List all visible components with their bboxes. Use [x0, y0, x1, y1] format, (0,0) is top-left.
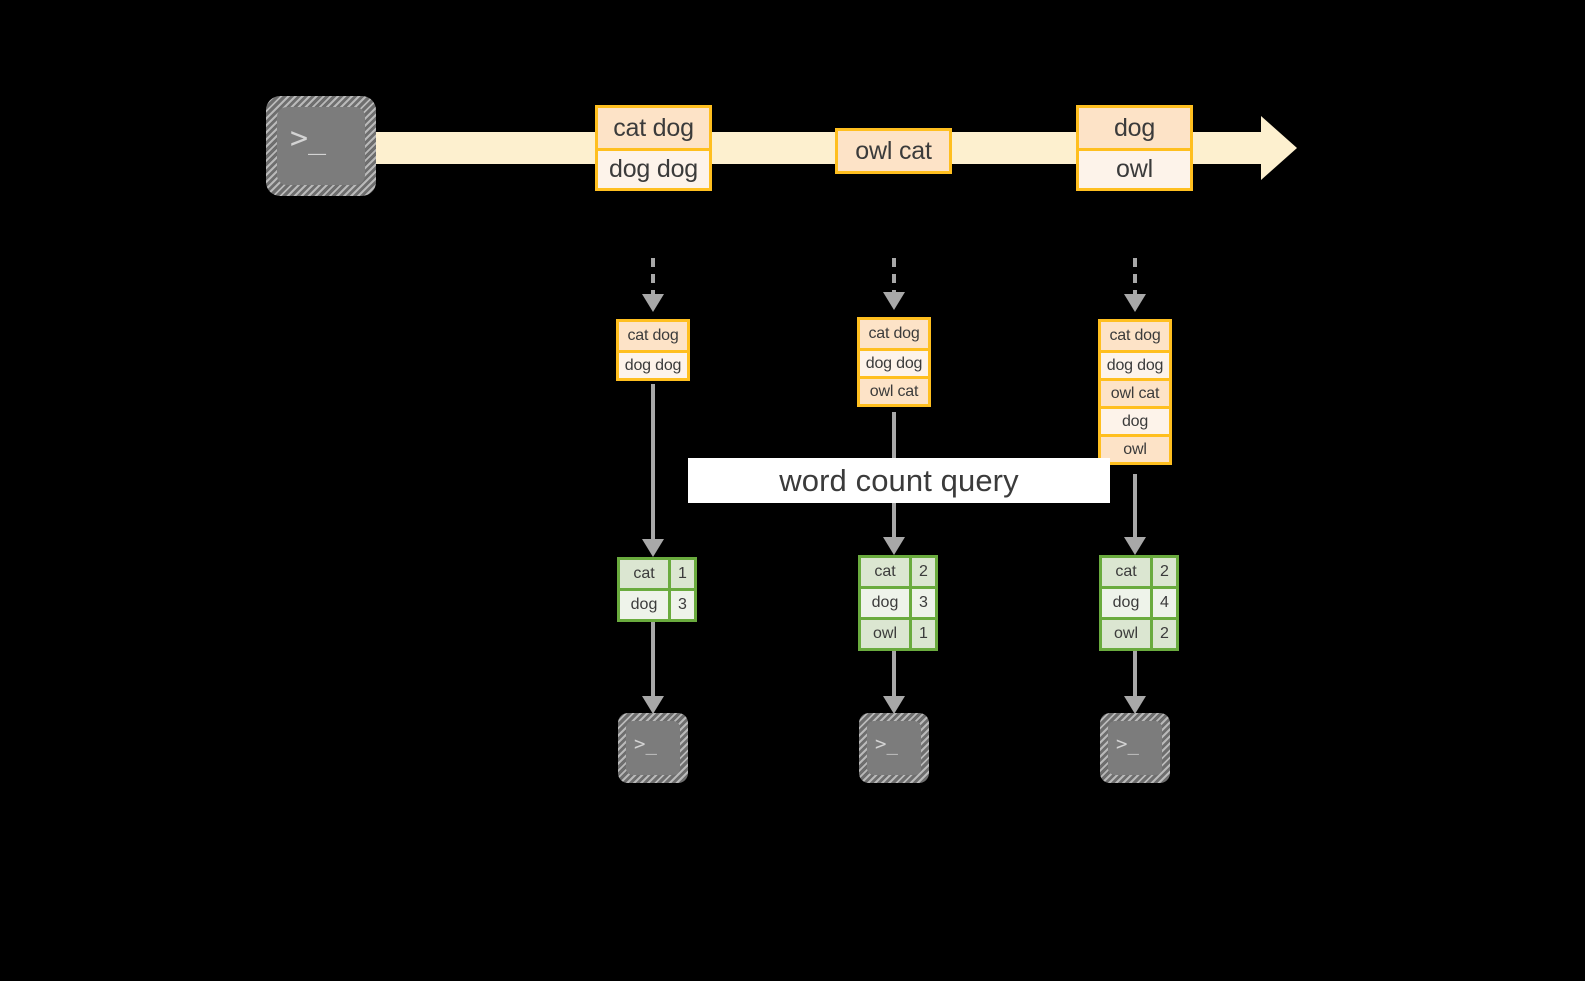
stream-arrowhead	[1261, 116, 1297, 180]
snapshot-2-sink-terminal-icon[interactable]: >_	[859, 713, 929, 783]
terminal-screen: >_	[277, 107, 365, 185]
stream-record-2[interactable]: owl cat	[835, 128, 952, 174]
result-key: owl	[861, 620, 909, 648]
snapshot-1-dashed-arrow-head	[642, 294, 664, 312]
terminal-screen: >_	[867, 721, 921, 775]
record-cell: dog dog	[860, 348, 928, 376]
query-label-text: word count query	[779, 462, 1019, 498]
result-key: dog	[1102, 589, 1150, 617]
result-value: 4	[1150, 589, 1176, 617]
snapshot-3-dashed-arrow-stem	[1133, 258, 1137, 296]
terminal-prompt-glyph: >_	[875, 733, 898, 755]
stream-record-3[interactable]: dog owl	[1076, 105, 1193, 191]
snapshot-2-dashed-arrow-head	[883, 292, 905, 310]
result-key: dog	[620, 591, 668, 619]
table-row: cat 1	[620, 560, 694, 588]
snapshot-2-input-box[interactable]: cat dog dog dog owl cat	[857, 317, 931, 407]
snapshot-2-result-table[interactable]: cat 2 dog 3 owl 1	[858, 555, 938, 651]
record-cell: cat dog	[619, 322, 687, 350]
record-cell: cat dog	[598, 108, 709, 148]
result-value: 1	[668, 560, 694, 588]
snapshot-1-result-table[interactable]: cat 1 dog 3	[617, 557, 697, 622]
snapshot-3-dashed-arrow-head	[1124, 294, 1146, 312]
result-key: dog	[861, 589, 909, 617]
terminal-prompt-glyph: >_	[1116, 733, 1139, 755]
record-cell: dog dog	[619, 350, 687, 378]
record-cell: owl cat	[1101, 378, 1169, 406]
snapshot-1-dashed-arrow-stem	[651, 258, 655, 296]
record-cell: dog	[1079, 108, 1190, 148]
snapshot-3-sink-terminal-icon[interactable]: >_	[1100, 713, 1170, 783]
snapshot-2-sink-arrow-stem	[892, 651, 896, 704]
terminal-screen: >_	[626, 721, 680, 775]
query-label-band: word count query	[688, 458, 1110, 503]
stream-record-1[interactable]: cat dog dog dog	[595, 105, 712, 191]
result-value: 3	[668, 591, 694, 619]
snapshot-3-sink-arrow-stem	[1133, 651, 1137, 704]
snapshot-1-input-box[interactable]: cat dog dog dog	[616, 319, 690, 381]
snapshot-1-sink-arrow-stem	[651, 622, 655, 704]
record-cell: dog dog	[598, 148, 709, 188]
result-key: cat	[861, 558, 909, 586]
result-key: cat	[620, 560, 668, 588]
table-row: owl 1	[861, 617, 935, 648]
result-key: owl	[1102, 620, 1150, 648]
terminal-prompt-glyph: >_	[634, 733, 657, 755]
snapshot-1-query-arrow-stem	[651, 384, 655, 552]
record-cell: dog	[1101, 406, 1169, 434]
table-row: cat 2	[861, 558, 935, 586]
result-value: 2	[1150, 558, 1176, 586]
record-cell: dog dog	[1101, 350, 1169, 378]
table-row: dog 4	[1102, 586, 1176, 617]
snapshot-3-input-box[interactable]: cat dog dog dog owl cat dog owl	[1098, 319, 1172, 465]
snapshot-3-query-arrow-stem	[1133, 474, 1137, 550]
record-cell: owl cat	[838, 131, 949, 171]
snapshot-3-query-arrow-head	[1124, 537, 1146, 555]
record-cell: cat dog	[860, 320, 928, 348]
snapshot-3-result-table[interactable]: cat 2 dog 4 owl 2	[1099, 555, 1179, 651]
result-value: 1	[909, 620, 935, 648]
snapshot-1-query-arrow-head	[642, 539, 664, 557]
terminal-prompt-glyph: >_	[290, 121, 327, 156]
snapshot-2-query-arrow-head	[883, 537, 905, 555]
snapshot-2-dashed-arrow-stem	[892, 258, 896, 294]
result-value: 2	[909, 558, 935, 586]
result-key: cat	[1102, 558, 1150, 586]
record-cell: owl	[1101, 434, 1169, 462]
record-cell: owl cat	[860, 376, 928, 404]
table-row: dog 3	[620, 588, 694, 619]
snapshot-3-sink-arrow-head	[1124, 696, 1146, 714]
terminal-screen: >_	[1108, 721, 1162, 775]
table-row: cat 2	[1102, 558, 1176, 586]
snapshot-2-sink-arrow-head	[883, 696, 905, 714]
result-value: 2	[1150, 620, 1176, 648]
record-cell: cat dog	[1101, 322, 1169, 350]
result-value: 3	[909, 589, 935, 617]
snapshot-1-sink-terminal-icon[interactable]: >_	[618, 713, 688, 783]
snapshot-1-sink-arrow-head	[642, 696, 664, 714]
table-row: owl 2	[1102, 617, 1176, 648]
table-row: dog 3	[861, 586, 935, 617]
source-terminal-icon[interactable]: >_	[266, 96, 376, 196]
record-cell: owl	[1079, 148, 1190, 188]
